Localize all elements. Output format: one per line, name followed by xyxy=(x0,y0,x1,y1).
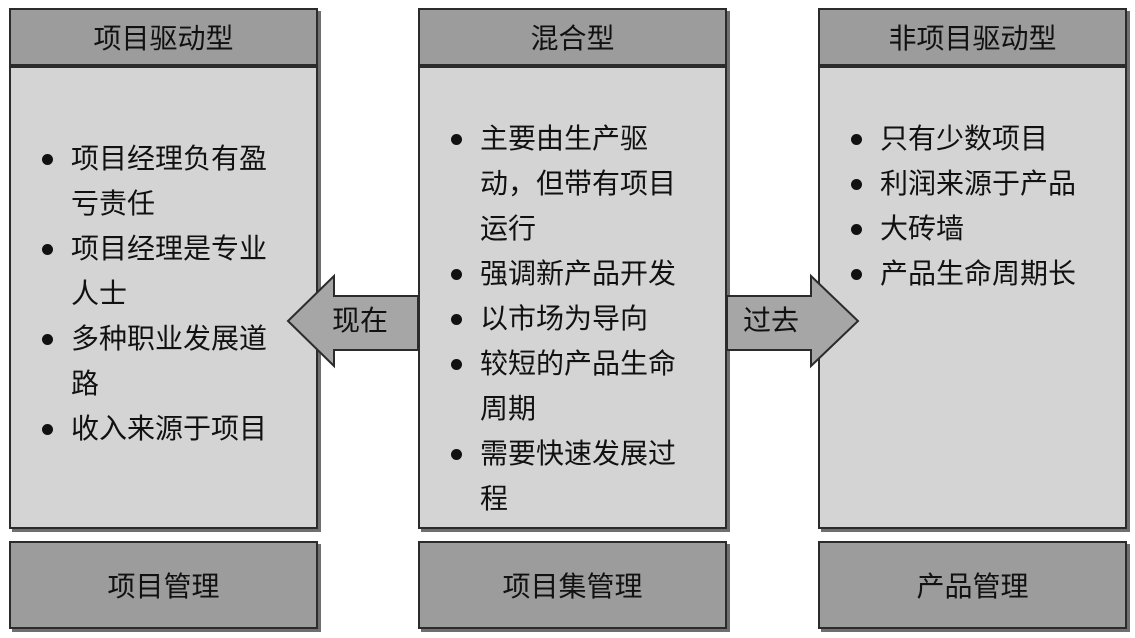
list-item: 大砖墙 xyxy=(842,206,1122,251)
header-non-project-driven: 非项目驱动型 xyxy=(818,8,1127,66)
header-hybrid-label: 混合型 xyxy=(530,22,615,55)
footer-program-management: 项目集管理 xyxy=(418,541,727,629)
list-item: 强调新产品开发 xyxy=(442,251,702,296)
list-item: 只有少数项目 xyxy=(842,116,1122,161)
list-item: 项目经理是专业人士 xyxy=(33,226,288,316)
list-item: 项目经理负有盈亏责任 xyxy=(33,136,288,226)
footer-project-management-label: 项目管理 xyxy=(107,570,220,603)
panel-project-driven: 项目经理负有盈亏责任 项目经理是专业人士 多种职业发展道路 收入来源于项目 xyxy=(9,66,318,529)
footer-product-management-label: 产品管理 xyxy=(916,570,1029,603)
footer-program-management-label: 项目集管理 xyxy=(502,570,643,603)
header-project-driven-label: 项目驱动型 xyxy=(93,22,234,55)
arrow-left-label: 现在 xyxy=(332,304,389,337)
bullet-list-non-project-driven: 只有少数项目 利润来源于产品 大砖墙 产品生命周期长 xyxy=(842,116,1122,296)
list-item: 多种职业发展道路 xyxy=(33,316,288,406)
list-item: 收入来源于项目 xyxy=(33,406,288,451)
list-item: 产品生命周期长 xyxy=(842,251,1122,296)
footer-project-management: 项目管理 xyxy=(9,541,318,629)
panel-hybrid: 主要由生产驱动，但带有项目运行 强调新产品开发 以市场为导向 较短的产品生命周期… xyxy=(418,66,727,529)
bullet-list-hybrid: 主要由生产驱动，但带有项目运行 强调新产品开发 以市场为导向 较短的产品生命周期… xyxy=(442,116,702,521)
list-item: 需要快速发展过程 xyxy=(442,431,702,521)
list-item: 以市场为导向 xyxy=(442,296,702,341)
list-item: 利润来源于产品 xyxy=(842,161,1122,206)
footer-product-management: 产品管理 xyxy=(818,541,1127,629)
list-item: 较短的产品生命周期 xyxy=(442,341,702,431)
bullet-list-project-driven: 项目经理负有盈亏责任 项目经理是专业人士 多种职业发展道路 收入来源于项目 xyxy=(33,136,288,451)
arrow-right-label: 过去 xyxy=(743,304,800,337)
header-hybrid: 混合型 xyxy=(418,8,727,66)
header-project-driven: 项目驱动型 xyxy=(9,8,318,66)
panel-non-project-driven: 只有少数项目 利润来源于产品 大砖墙 产品生命周期长 xyxy=(818,66,1127,529)
list-item: 主要由生产驱动，但带有项目运行 xyxy=(442,116,702,251)
header-non-project-driven-label: 非项目驱动型 xyxy=(888,22,1057,55)
